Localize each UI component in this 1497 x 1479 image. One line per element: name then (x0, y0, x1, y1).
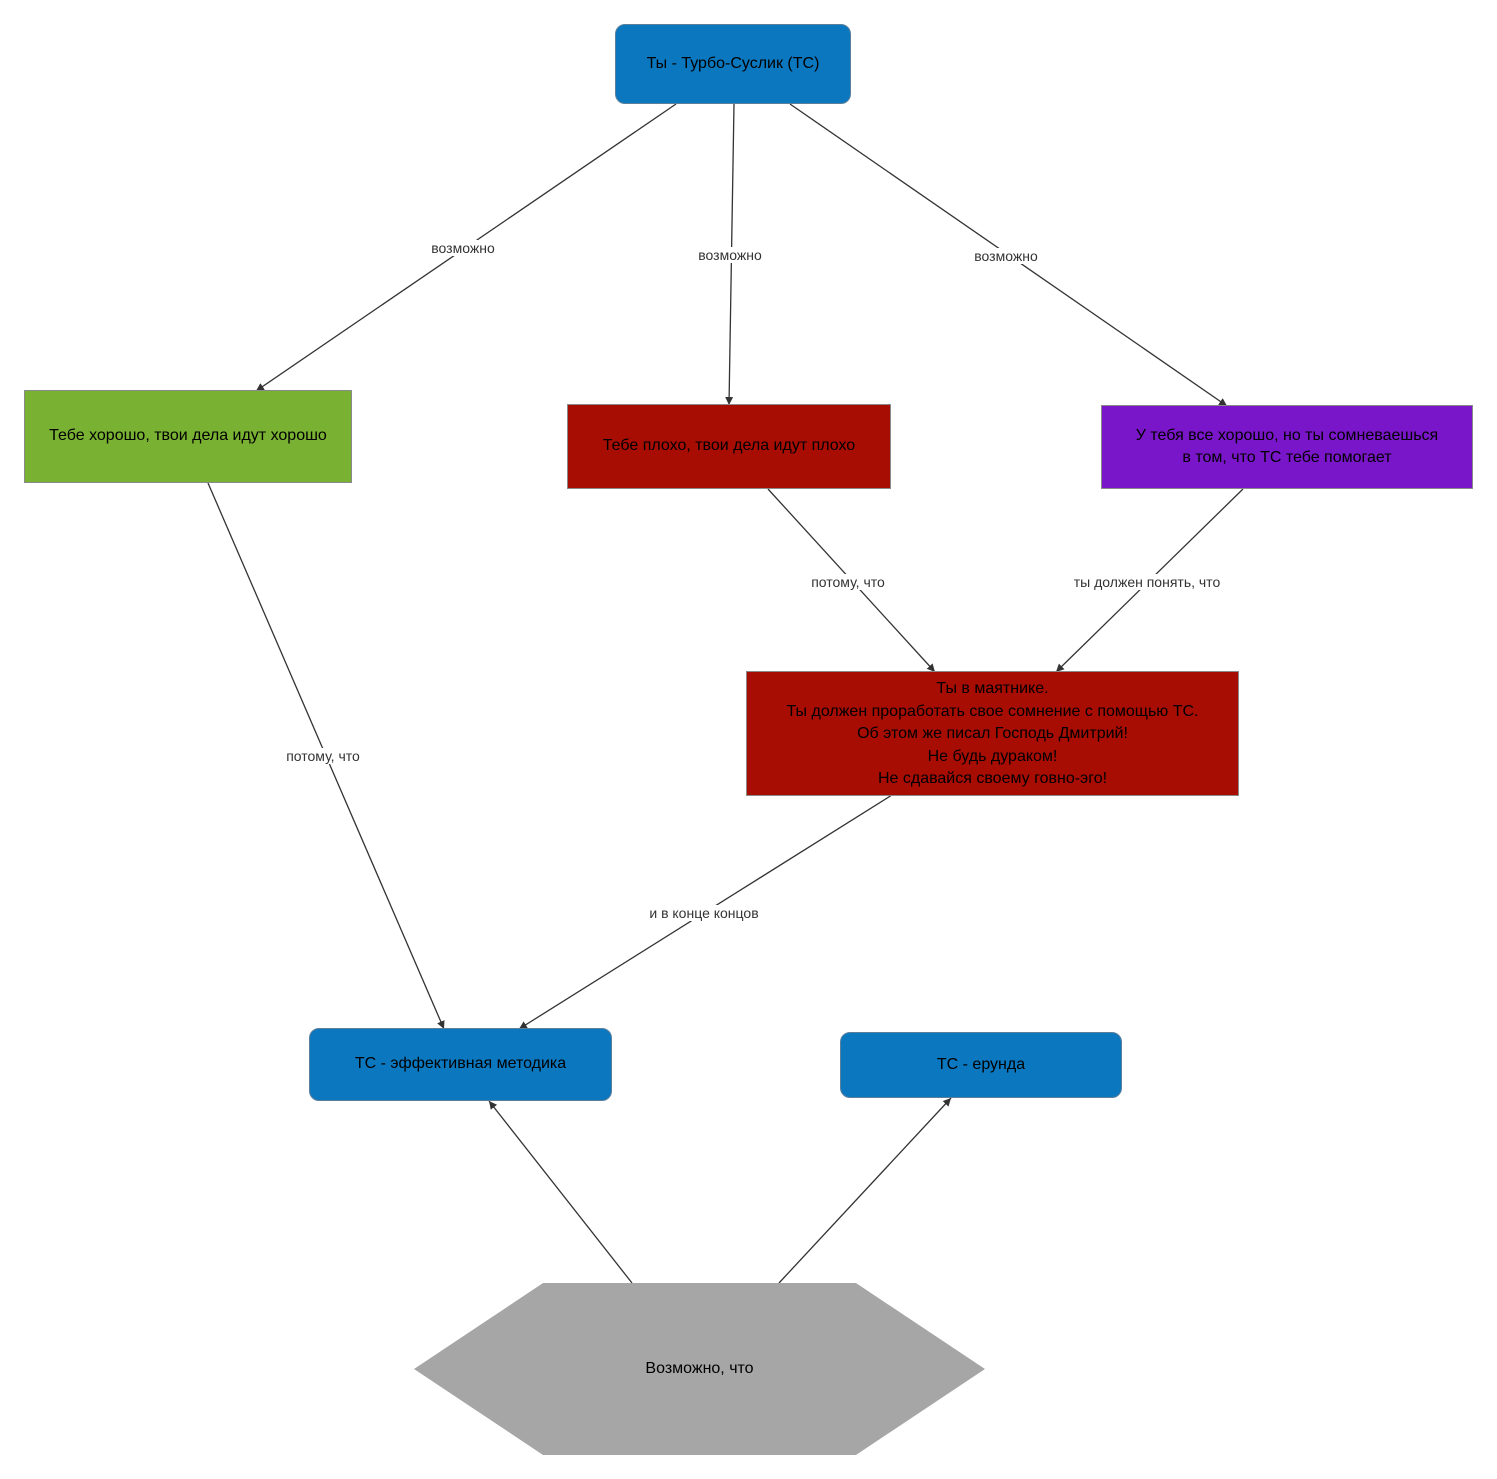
node-maybe[interactable]: Возможно, что (414, 1283, 985, 1455)
edge-label-doubt-pendulum: ты должен понять, что (1071, 574, 1223, 590)
edge-label-pendulum-effective: и в конце концов (647, 905, 761, 921)
node-doubt[interactable]: У тебя все хорошо, но ты сомневаешься в … (1101, 405, 1473, 489)
edge-label-root-good: возможно (429, 240, 497, 256)
edge-label-bad-pendulum: потому, что (809, 574, 887, 590)
node-bad[interactable]: Тебе плохо, твои дела идут плохо (567, 404, 891, 489)
node-good[interactable]: Тебе хорошо, твои дела идут хорошо (24, 390, 352, 483)
edge-maybe-to-nonsense (778, 1097, 952, 1284)
node-nonsense[interactable]: ТС - ерунда (840, 1032, 1122, 1098)
edge-label-root-doubt: возможно (972, 248, 1040, 264)
edge-label-good-effective: потому, что (284, 748, 362, 764)
node-effective[interactable]: ТС - эффективная методика (309, 1028, 612, 1101)
edge-label-root-bad: возможно (696, 247, 764, 263)
node-root[interactable]: Ты - Турбо-Суслик (ТС) (615, 24, 851, 104)
edge-maybe-to-effective (488, 1100, 633, 1284)
node-pendulum[interactable]: Ты в маятнике. Ты должен проработать сво… (746, 671, 1239, 796)
